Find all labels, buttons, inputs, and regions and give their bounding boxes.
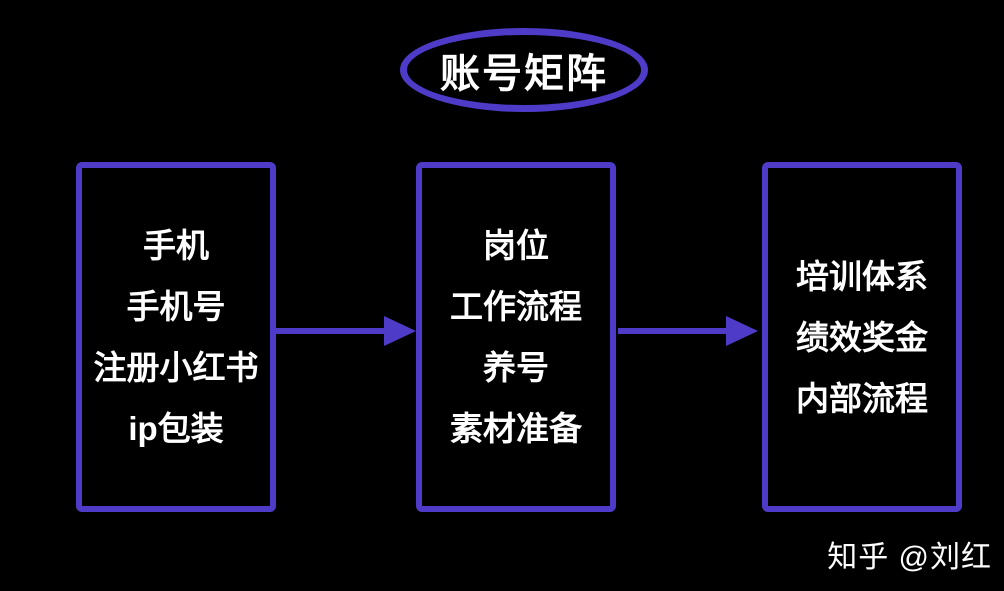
arrow-right-icon	[276, 316, 416, 346]
node-line: ip包装	[128, 410, 224, 447]
flow-node-team-management: 培训体系 绩效奖金 内部流程	[762, 162, 962, 512]
node-line: 素材准备	[450, 410, 582, 447]
node-line: 养号	[483, 349, 549, 386]
node-line: 绩效奖金	[796, 318, 928, 356]
arrow-right-icon	[618, 316, 758, 346]
title-ellipse: 账号矩阵	[400, 28, 648, 112]
node-line: 工作流程	[450, 288, 582, 325]
node-line: 岗位	[483, 227, 549, 264]
node-line: 内部流程	[796, 379, 928, 417]
diagram-title: 账号矩阵	[440, 52, 608, 96]
node-line: 手机	[143, 227, 209, 264]
watermark: 知乎 @刘红	[827, 541, 992, 574]
node-line: 培训体系	[796, 257, 928, 295]
node-line: 注册小红书	[93, 349, 259, 386]
flow-node-operation-workflow: 岗位 工作流程 养号 素材准备	[416, 162, 616, 512]
node-line: 手机号	[126, 288, 226, 325]
flow-node-account-setup: 手机 手机号 注册小红书 ip包装	[76, 162, 276, 512]
